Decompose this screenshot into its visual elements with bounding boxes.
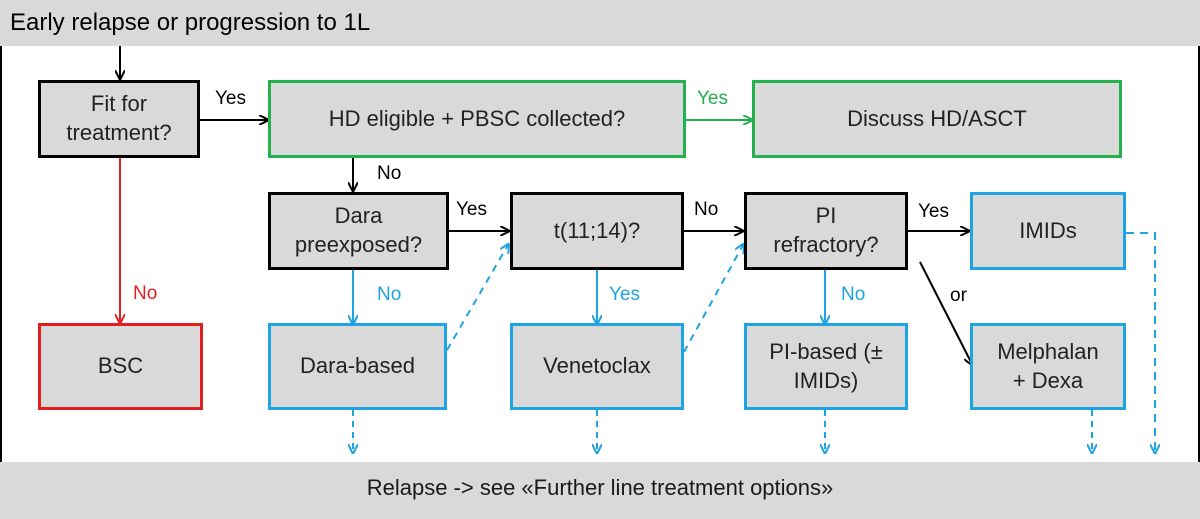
left-frame-line: [0, 46, 2, 462]
node-bsc: BSC: [38, 323, 203, 410]
node-dara-preexposed: Dara preexposed?: [268, 192, 449, 270]
node-dara-based: Dara-based: [268, 323, 447, 410]
arrow-venetoclax-to-pi: [683, 245, 743, 353]
arrow-imids-to-relapse: [1126, 232, 1155, 452]
node-venetoclax: Venetoclax: [510, 323, 684, 410]
node-imids: IMIDs: [970, 192, 1126, 270]
footer-relapse-text: Relapse -> see «Further line treatment o…: [366, 475, 834, 500]
label-t-no: No: [694, 199, 719, 220]
node-discuss-hd-asct: Discuss HD/ASCT: [752, 80, 1122, 158]
label-pi-or: or: [950, 285, 967, 306]
label-fit-yes: Yes: [215, 88, 246, 109]
label-hd-yes: Yes: [697, 88, 728, 109]
right-frame-line: [1198, 46, 1200, 462]
node-fit-for-treatment: Fit for treatment?: [38, 80, 200, 158]
node-hd-eligible: HD eligible + PBSC collected?: [268, 80, 686, 158]
node-pi-based: PI-based (± IMIDs): [744, 323, 908, 410]
label-hd-no: No: [377, 163, 402, 184]
node-melphalan-dexa: Melphalan + Dexa: [970, 323, 1126, 410]
arrow-darabased-to-t: [446, 245, 508, 351]
header-band: [0, 0, 1200, 46]
label-dara-yes: Yes: [456, 199, 487, 220]
label-fit-no: No: [133, 283, 158, 304]
label-dara-no: No: [377, 284, 402, 305]
node-pi-refractory: PI refractory?: [744, 192, 908, 270]
header-title: Early relapse or progression to 1L: [10, 9, 371, 36]
footer-band: [0, 462, 1200, 519]
label-t-yes: Yes: [609, 284, 640, 305]
arrow-pi-or: [919, 261, 972, 364]
node-t-11-14: t(11;14)?: [510, 192, 684, 270]
label-pi-no: No: [841, 284, 866, 305]
label-pi-yes: Yes: [918, 201, 949, 222]
